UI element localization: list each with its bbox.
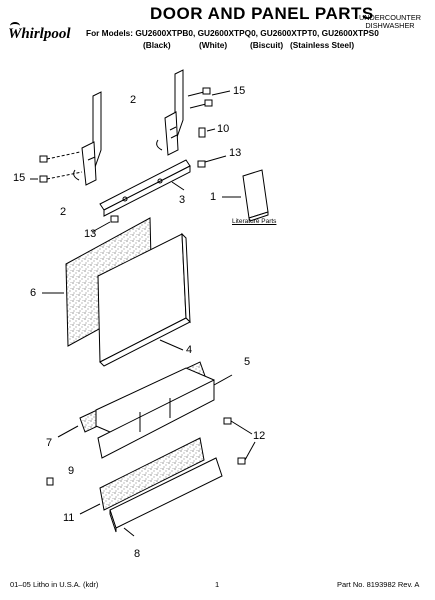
toe-panel-frame	[79, 361, 233, 459]
page-title: DOOR AND PANEL PARTS	[150, 4, 374, 23]
callout-15-left: 15	[13, 172, 26, 184]
literature-parts-label: Literature Parts	[232, 218, 277, 225]
finish-white: (White)	[199, 40, 228, 50]
whirlpool-logo-swoosh-icon	[10, 22, 20, 30]
category-line-1: UNDERCOUNTER	[358, 13, 422, 22]
category-line-2: DISHWASHER	[365, 21, 415, 30]
callout-9: 9	[68, 465, 75, 477]
callout-13-right: 13	[229, 147, 242, 159]
callout-1: 1	[210, 191, 217, 203]
callout-4: 4	[186, 344, 193, 356]
hinge-bracket-left	[73, 91, 102, 186]
clip-part-9	[46, 477, 54, 486]
callout-15-top: 15	[233, 85, 246, 97]
callout-13-left: 13	[84, 228, 97, 240]
footer-part-number: Part No. 8193982 Rev. A	[337, 580, 420, 589]
footer-print-info: 01–05 Litho in U.S.A. (kdr)	[10, 580, 99, 589]
callout-2-top: 2	[130, 94, 137, 106]
finish-black: (Black)	[143, 40, 171, 50]
callout-5: 5	[244, 356, 251, 368]
callout-11: 11	[63, 512, 75, 524]
product-category: UNDERCOUNTER DISHWASHER	[354, 14, 426, 30]
screw-12-lower	[237, 457, 246, 465]
kickplate-insulation	[99, 437, 205, 511]
footer-page-number: 1	[215, 580, 220, 589]
clip-part-10	[198, 127, 206, 138]
callout-10: 10	[217, 123, 230, 135]
model-list: For Models: GU2600XTPB0, GU2600XTPQ0, GU…	[86, 28, 379, 38]
finish-stainless: (Stainless Steel)	[290, 40, 355, 50]
literature-booklet	[222, 169, 269, 222]
screw-12-upper	[223, 417, 232, 425]
callout-12: 12	[253, 430, 266, 442]
screws-top-right	[187, 87, 231, 109]
hinge-bracket-right	[156, 69, 184, 156]
callout-7: 7	[46, 437, 53, 449]
callout-8: 8	[134, 548, 141, 560]
screws-left	[30, 151, 83, 183]
callout-6: 6	[30, 287, 37, 299]
finish-biscuit: (Biscuit)	[250, 40, 284, 50]
callout-3: 3	[179, 194, 186, 206]
screw-13-left	[110, 215, 119, 223]
mounting-bracket-part-3	[99, 159, 191, 217]
brand-logo: Whirlpool	[8, 26, 71, 42]
callout-2-left: 2	[60, 206, 67, 218]
screw-13-right	[197, 160, 206, 168]
